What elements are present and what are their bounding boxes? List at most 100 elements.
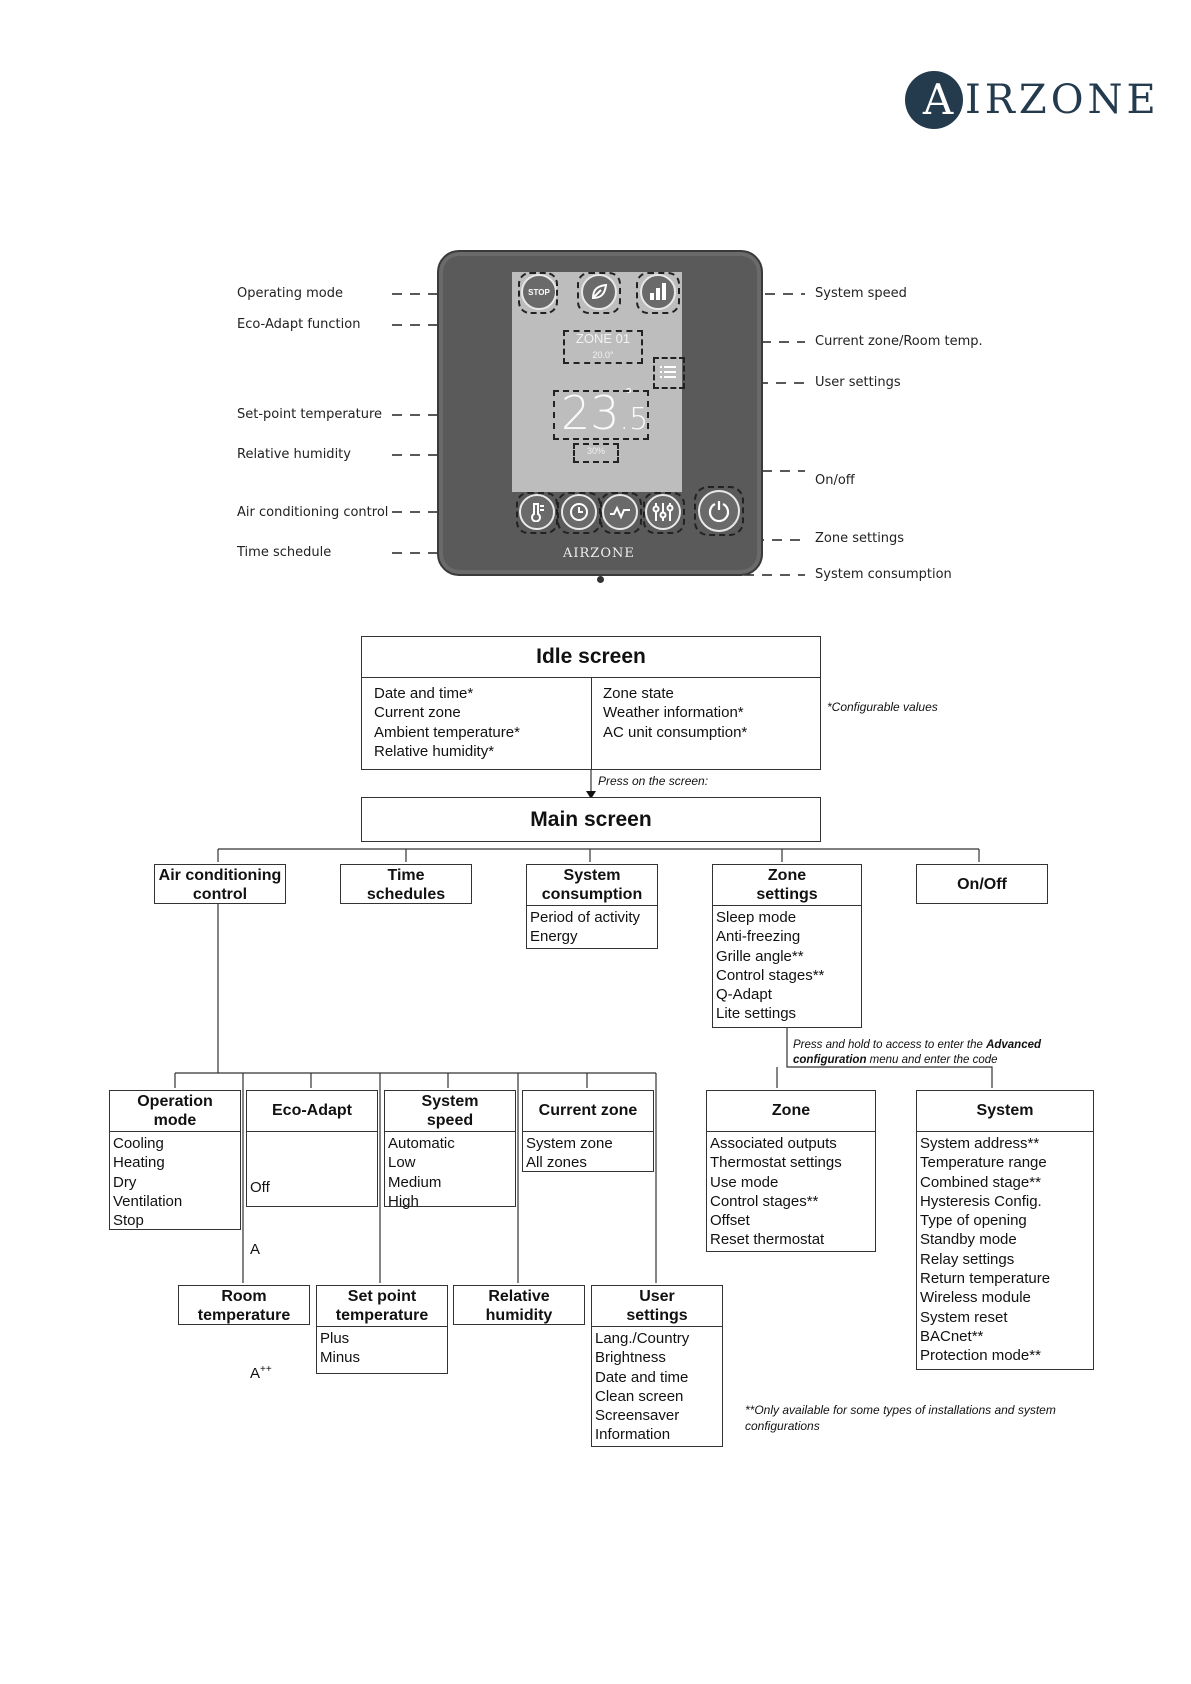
list-item: Period of activity <box>530 909 641 926</box>
list-item: Combined stage** <box>920 1173 1041 1191</box>
user-settings-divider <box>592 1326 722 1327</box>
callout-system-speed: System speed <box>815 286 907 301</box>
callout-onoff: On/off <box>815 473 855 488</box>
advanced-zone-divider <box>707 1131 875 1132</box>
eco-adapt-title: Eco-Adapt <box>272 1102 352 1119</box>
advanced-note-bold: Advanced <box>986 1039 1042 1051</box>
list-item: Current zone <box>374 704 461 722</box>
list-item: System reset <box>920 1308 1008 1326</box>
room-temperature-box: Room temperature <box>178 1285 310 1325</box>
callout-time-schedule: Time schedule <box>237 545 332 560</box>
idle-column-divider <box>591 677 592 769</box>
set-point-title: Set point temperature <box>335 1288 429 1324</box>
device-logo: AIRZONE <box>563 546 635 561</box>
advanced-note-prefix: Press and hold to access to enter the <box>793 1039 987 1051</box>
list-item: Wireless module <box>920 1289 1031 1307</box>
list-item: Lite settings <box>716 1005 797 1023</box>
humidity-highlight <box>573 443 619 463</box>
setpoint-value: 23.5 <box>561 390 648 443</box>
list-item: AC unit consumption* <box>603 723 748 741</box>
list-item: Cooling <box>113 1135 164 1152</box>
setpoint-degree: ° <box>625 385 633 405</box>
logo-letter: A <box>922 75 954 124</box>
room-temperature-title: Room temperature <box>197 1288 291 1324</box>
list-item: Heating <box>113 1154 165 1172</box>
advanced-note-rest: menu and enter the code <box>866 1054 998 1066</box>
relative-humidity-box: Relative humidity <box>453 1285 585 1325</box>
list-item: Use mode <box>710 1173 779 1191</box>
ac-control-highlight <box>516 492 558 534</box>
setpoint-main: 23 <box>561 386 620 440</box>
list-item: Standby mode <box>920 1231 1017 1249</box>
advanced-system-divider <box>917 1131 1093 1132</box>
list-item: Return temperature <box>920 1270 1051 1288</box>
operating-mode-highlight <box>518 272 558 314</box>
list-item: Control stages** <box>710 1192 819 1210</box>
list-item: Automatic <box>388 1135 455 1152</box>
main-screen-box: Main screen <box>361 797 821 842</box>
onoff-box: On/Off <box>916 864 1048 904</box>
callout-zone-settings: Zone settings <box>815 531 905 546</box>
zone-settings-title: Zone settings <box>756 867 818 903</box>
list-item: Grille angle** <box>716 947 804 965</box>
advanced-config-note: Press and hold to access to enter the Ad… <box>793 1038 1041 1068</box>
list-item: Energy <box>530 928 578 946</box>
list-item: Associated outputs <box>710 1135 837 1152</box>
advanced-note-bold2: configuration <box>793 1054 867 1066</box>
list-item: Protection mode** <box>920 1347 1041 1365</box>
list-item: Zone state <box>603 685 674 702</box>
zone-label: ZONE 01 <box>575 331 631 346</box>
press-note: Press on the screen: <box>598 774 709 788</box>
list-item: All zones <box>526 1154 587 1172</box>
consumption-divider <box>527 905 657 906</box>
stop-label: STOP <box>528 287 550 297</box>
callout-consumption: System consumption <box>815 567 952 582</box>
list-item: Low <box>388 1154 416 1172</box>
list-item: Minus <box>320 1349 361 1367</box>
current-zone-highlight <box>563 330 643 364</box>
list-item: Hysteresis Config. <box>920 1192 1042 1210</box>
idle-screen-title: Idle screen <box>536 645 646 668</box>
list-item: Medium <box>388 1173 442 1191</box>
onoff-title: On/Off <box>957 876 1007 893</box>
list-item: Anti-freezing <box>716 928 801 946</box>
advanced-system-title: System <box>976 1102 1034 1119</box>
zone-settings-divider <box>713 905 861 906</box>
list-item: System zone <box>526 1135 613 1152</box>
airzone-logo: A IRZONE <box>905 70 1160 130</box>
list-item: Stop <box>113 1212 144 1230</box>
time-schedule-highlight <box>557 492 601 534</box>
list-item: Information <box>595 1426 671 1444</box>
callout-current-zone: Current zone/Room temp. <box>815 334 983 349</box>
list-item: Relative humidity* <box>374 742 495 760</box>
list-item: Weather information* <box>603 704 744 722</box>
logo-mark: A <box>905 71 963 129</box>
setpoint-decimal: .5 <box>619 402 649 437</box>
current-zone-title: Current zone <box>538 1102 638 1119</box>
list-item: Screensaver <box>595 1407 680 1425</box>
current-zone-divider <box>523 1131 653 1132</box>
list-item: Dry <box>113 1173 137 1191</box>
zone-temp: 20.0° <box>592 350 614 360</box>
ac-control-box: Air conditioning control <box>154 864 286 904</box>
list-item: Date and time* <box>374 685 474 702</box>
press-arrow-head <box>586 791 596 799</box>
eco-adapt-box: Eco-Adapt Off A A+ A++ <box>246 1090 378 1382</box>
list-item: Plus <box>320 1330 350 1347</box>
list-item: Ambient temperature* <box>374 723 520 741</box>
list-item: Clean screen <box>595 1387 684 1405</box>
device-led <box>597 576 604 583</box>
availability-footnote: **Only available for some types of insta… <box>745 1403 1056 1433</box>
